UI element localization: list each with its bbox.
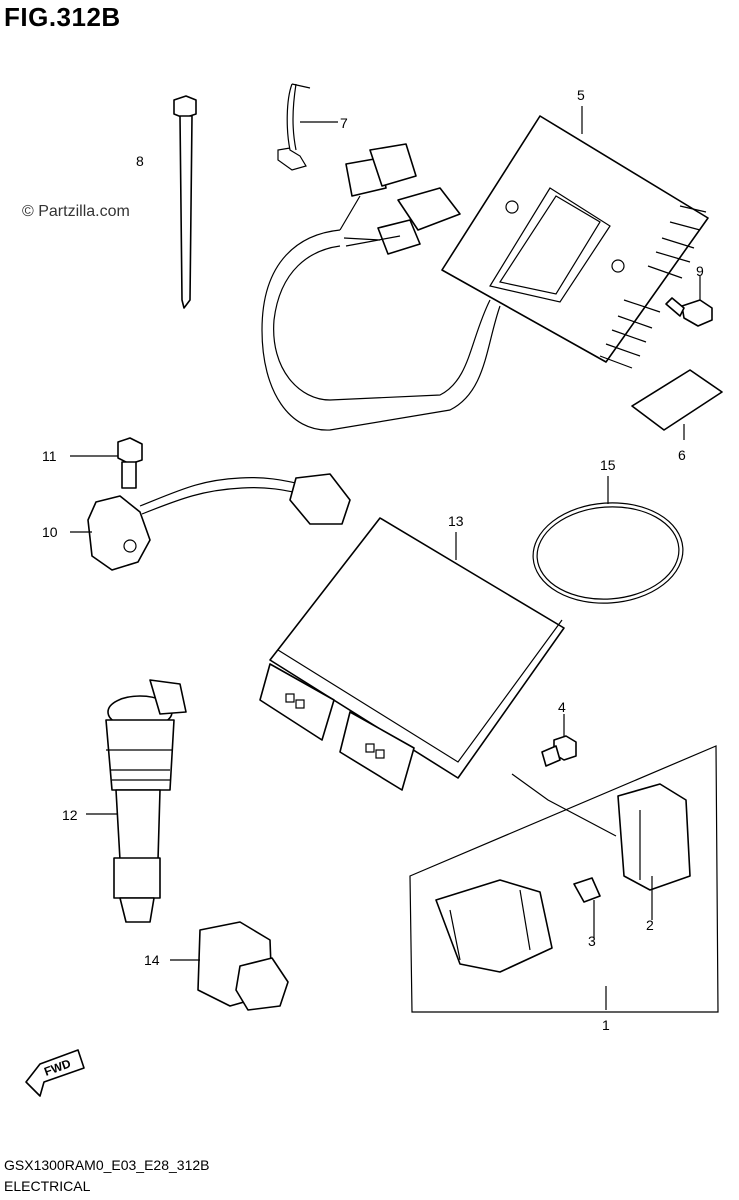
callout-13: 13 — [448, 513, 464, 529]
part-8-cable-tie[interactable] — [173, 95, 197, 309]
callout-6: 6 — [678, 447, 686, 463]
callout-8: 8 — [136, 153, 144, 169]
callout-4: 4 — [558, 699, 566, 715]
part-13-ecm[interactable] — [259, 517, 565, 791]
part-3-fuse[interactable] — [573, 877, 601, 903]
callout-5: 5 — [577, 87, 585, 103]
part-11-bolt[interactable] — [117, 437, 143, 489]
callout-10: 10 — [42, 524, 58, 540]
callout-15: 15 — [600, 457, 616, 473]
part-15-ring[interactable] — [530, 498, 687, 608]
callout-labels: 1 2 3 4 5 6 7 8 9 10 11 12 13 14 15 — [42, 87, 704, 1033]
part-7-clamp[interactable] — [277, 83, 311, 171]
callout-1: 1 — [602, 1017, 610, 1033]
watermark: © Partzilla.com — [22, 203, 130, 220]
figure-code: GSX1300RAM0_E03_E28_312B — [4, 1157, 210, 1173]
part-1-relay-unit[interactable] — [435, 879, 553, 973]
callout-9: 9 — [696, 263, 704, 279]
figure-category: ELECTRICAL — [4, 1178, 91, 1194]
callout-3: 3 — [588, 933, 596, 949]
part-2-cover[interactable] — [617, 783, 691, 891]
callout-leaders — [70, 106, 701, 1010]
callout-12: 12 — [62, 807, 78, 823]
callout-2: 2 — [646, 917, 654, 933]
part-10-position-sensor[interactable] — [87, 473, 351, 571]
part-6-pad[interactable] — [631, 369, 723, 431]
callout-11: 11 — [42, 448, 57, 464]
part-4-bolt[interactable] — [541, 735, 577, 767]
part-5-regulator-rectifier[interactable] — [261, 115, 709, 431]
callout-14: 14 — [144, 952, 160, 968]
fwd-arrow: FWD — [25, 1049, 85, 1097]
part-14-connector[interactable] — [197, 921, 289, 1011]
figure-title: FIG.312B — [4, 2, 121, 32]
part-1-assembly-box — [409, 745, 719, 1013]
part-9-bolt[interactable] — [665, 297, 713, 327]
part-12-ignition-coil[interactable] — [105, 679, 187, 923]
callout-7: 7 — [340, 115, 348, 131]
